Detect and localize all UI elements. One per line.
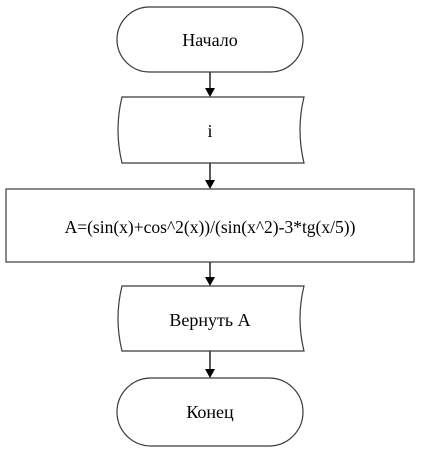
end-terminator: Конец [116,377,304,447]
start-terminator: Начало [116,6,304,73]
process-formula: A=(sin(x)+cos^2(x))/(sin(x^2)-3*tg(x/5)) [65,217,356,237]
start-label: Начало [182,30,237,50]
end-label: Конец [186,402,234,422]
connector-start-to-input [205,72,215,97]
connector-process-to-return [205,262,215,286]
connector-return-to-end [205,351,215,378]
return-label: Вернуть А [169,310,250,330]
return-block: Вернуть А [117,285,305,352]
process-block: A=(sin(x)+cos^2(x))/(sin(x^2)-3*tg(x/5)) [5,188,415,263]
connector-input-to-process [205,163,215,189]
input-label: i [207,121,212,141]
input-block: i [117,96,305,164]
